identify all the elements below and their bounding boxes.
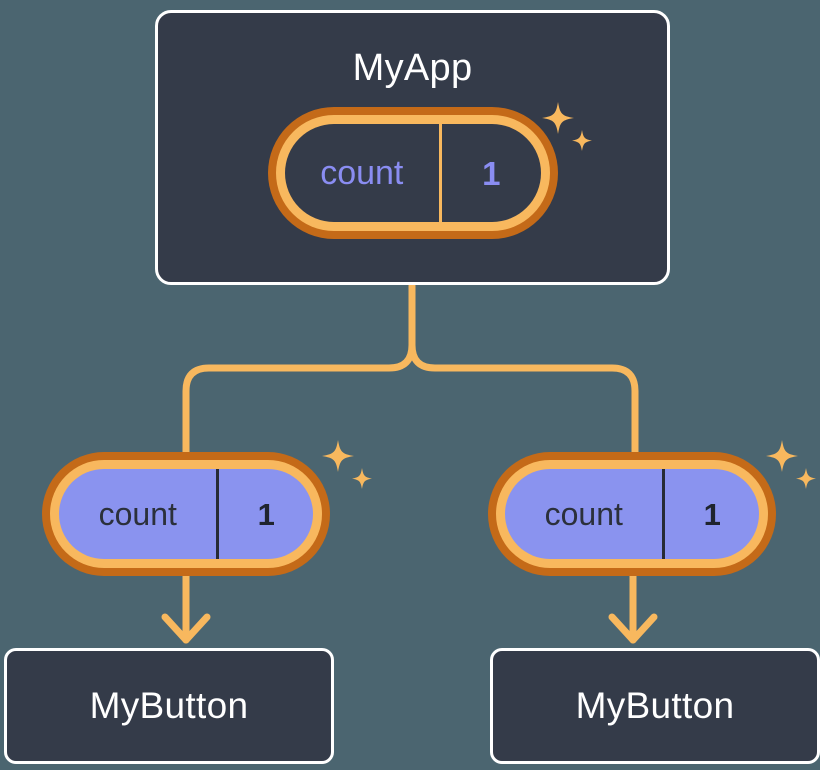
state-pill-body: count 1 [59,469,313,559]
state-pill-left[interactable]: count 1 [42,452,330,576]
state-name-label: count [59,469,220,559]
state-pill-body: count 1 [505,469,759,559]
state-value-label: 1 [257,496,275,532]
state-pill-myapp[interactable]: count 1 [268,107,558,239]
arrow-down-icon-right [608,572,658,644]
sparkle-four-point-small-icon [352,468,372,489]
component-title-mybutton-right: MyButton [575,685,735,726]
arrow-down-icon-left [161,572,211,644]
state-value-label: 1 [482,154,501,192]
state-pill-inner-ring: count 1 [496,460,768,568]
sparkle-four-point-large-icon [322,440,354,472]
state-value-label: 1 [703,496,721,532]
component-title-mybutton-left: MyButton [89,685,249,726]
sparkle-group-left [322,440,372,489]
state-name-label: count [285,124,442,222]
state-pill-inner-ring: count 1 [50,460,322,568]
component-card-mybutton-right[interactable]: MyButton [490,648,820,764]
state-pill-right[interactable]: count 1 [488,452,776,576]
state-pill-body: count 1 [285,124,541,222]
state-pill-inner-ring: count 1 [276,115,550,231]
sparkle-four-point-small-icon [796,468,816,489]
edge-myapp-to-left-state [182,282,416,456]
component-card-mybutton-left[interactable]: MyButton [4,648,334,764]
component-title-myapp: MyApp [352,47,473,89]
state-name-label: count [505,469,666,559]
sparkle-four-point-large-icon [766,440,798,472]
edge-myapp-to-right-state [408,282,639,456]
